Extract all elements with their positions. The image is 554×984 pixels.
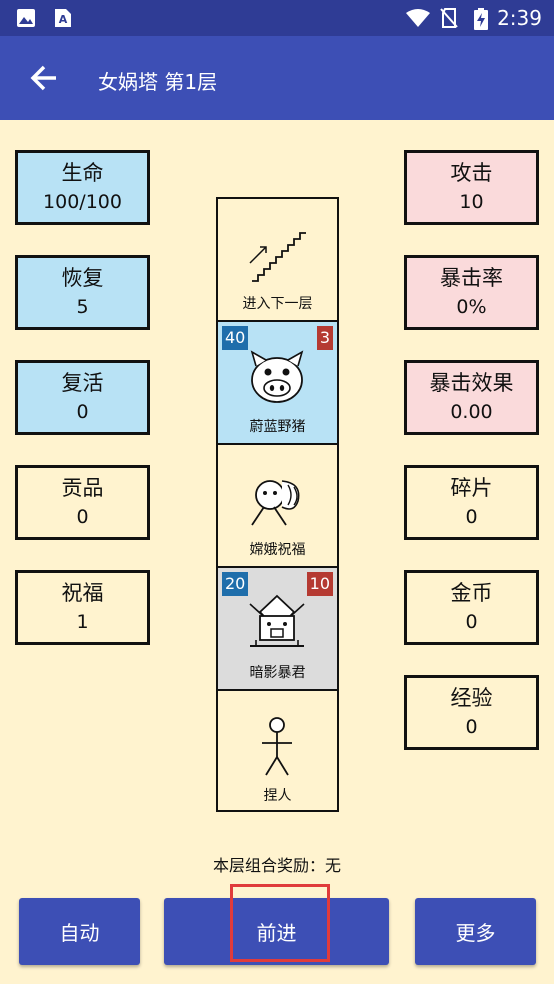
stat-label: 生命 [61,161,104,185]
stick-figure-icon [262,717,292,776]
stat-exp: 经验 0 [404,675,539,750]
stat-label: 暴击效果 [429,371,514,395]
tower-cell-stairs[interactable]: 进入下一层 [218,199,337,322]
monster-level-badge: 3 [316,326,333,350]
stat-value: 0 [76,506,89,528]
app-bar: 女娲塔 第1层 [0,36,554,120]
stat-label: 金币 [450,581,493,605]
stat-label: 攻击 [450,161,493,185]
arrow-left-icon[interactable] [30,64,58,92]
stat-label: 暴击率 [440,266,503,290]
status-bar: A 2:39 [0,0,554,36]
stat-revive: 复活 0 [15,360,150,435]
text-icon: A [55,9,71,27]
monster-attack-badge: 40 [222,326,249,350]
stat-crit-rate: 暴击率 0% [404,255,539,330]
stat-gold: 金币 0 [404,570,539,645]
tower-cell-boar[interactable]: 40 3 蔚蓝野猪 [218,322,337,445]
forward-button[interactable]: 前进 [164,898,389,965]
tyrant-icon [249,594,305,647]
tower-cell-create-figure[interactable]: 捏人 [218,691,337,814]
tower-cell-name: 蔚蓝野猪 [249,419,306,435]
boar-icon [250,350,304,403]
stat-label: 贡品 [61,476,104,500]
stat-value: 1 [76,611,89,633]
tower-cell-name: 暗影暴君 [249,665,306,681]
tower-cell-tyrant[interactable]: 20 10 暗影暴君 [218,568,337,691]
more-button[interactable]: 更多 [415,898,536,965]
stat-value: 5 [76,296,89,318]
moon-goddess-icon [251,480,300,526]
wifi-icon [406,9,430,27]
battery-charging-icon [474,8,488,30]
stat-value: 0 [76,401,89,423]
tower-cell-name: 嫦娥祝福 [249,542,306,558]
stat-regen: 恢复 5 [15,255,150,330]
stat-value: 0% [456,296,487,318]
auto-button[interactable]: 自动 [19,898,140,965]
stat-label: 复活 [61,371,104,395]
stat-value: 10 [459,191,484,213]
tower-cell-blessing[interactable]: 嫦娥祝福 [218,445,337,568]
stat-value: 100/100 [43,191,122,213]
stat-label: 祝福 [61,581,104,605]
stat-tribute: 贡品 0 [15,465,150,540]
stairs-icon [249,232,306,282]
stat-value: 0 [465,611,478,633]
no-sim-icon [440,8,458,28]
stat-label: 恢复 [61,266,104,290]
image-icon [17,9,35,27]
stat-fragments: 碎片 0 [404,465,539,540]
stat-value: 0 [465,716,478,738]
stat-attack: 攻击 10 [404,150,539,225]
tower: 进入下一层 40 3 蔚蓝野猪 嫦娥祝福 20 [216,197,339,812]
tower-cell-name: 捏人 [263,788,292,804]
status-time: 2:39 [497,6,542,30]
stat-crit-effect: 暴击效果 0.00 [404,360,539,435]
stat-blessing: 祝福 1 [15,570,150,645]
stat-value: 0 [465,506,478,528]
tower-cell-name: 进入下一层 [242,296,313,312]
page-title: 女娲塔 第1层 [98,70,218,94]
stat-value: 0.00 [450,401,493,423]
monster-attack-badge: 20 [222,572,249,596]
monster-level-badge: 10 [306,572,333,596]
stat-label: 碎片 [450,476,493,500]
svg-text:A: A [59,13,68,26]
stat-label: 经验 [450,686,493,710]
floor-reward-text: 本层组合奖励：无 [212,856,341,875]
stat-hp: 生命 100/100 [15,150,150,225]
